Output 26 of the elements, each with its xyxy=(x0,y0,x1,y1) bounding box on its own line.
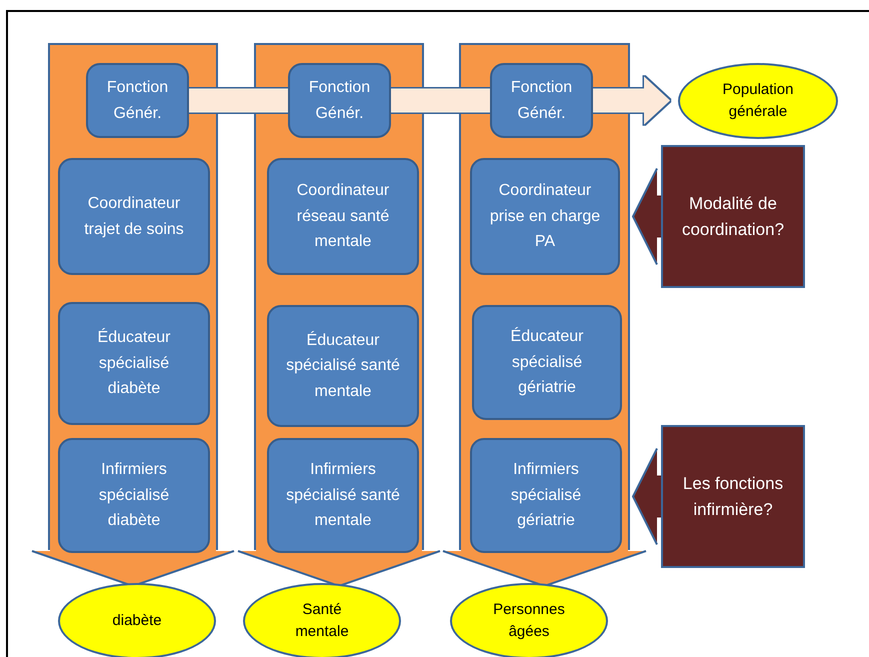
role-box: Infirmiers spécialisé diabète xyxy=(58,438,210,553)
role-box: Éducateur spécialisé gériatrie xyxy=(472,305,622,420)
block-arrow xyxy=(632,448,661,546)
block-arrow xyxy=(593,76,670,124)
role-box: Fonction Génér. xyxy=(490,63,593,138)
role-box: Fonction Génér. xyxy=(288,63,391,138)
target-ellipse: Personnes âgées xyxy=(450,583,608,657)
role-box: Coordinateur prise en charge PA xyxy=(470,158,620,275)
role-box: Infirmiers spécialisé santé mentale xyxy=(267,438,419,553)
block-arrow xyxy=(442,549,647,587)
column-arrow-band xyxy=(48,43,218,550)
target-ellipse: diabète xyxy=(58,583,216,657)
role-box: Infirmiers spécialisé gériatrie xyxy=(470,438,622,553)
question-box: Modalité de coordination? xyxy=(661,145,805,288)
column-arrow-band xyxy=(254,43,424,550)
role-box: Éducateur spécialisé santé mentale xyxy=(267,305,419,427)
role-box: Coordinateur trajet de soins xyxy=(58,158,210,275)
question-box: Les fonctions infirmière? xyxy=(661,425,805,568)
block-arrow xyxy=(632,168,661,266)
column-arrow-band xyxy=(459,43,630,550)
role-box: Éducateur spécialisé diabète xyxy=(58,302,210,425)
target-ellipse: Santé mentale xyxy=(243,583,401,657)
target-ellipse: Population générale xyxy=(678,63,838,139)
role-box: Fonction Génér. xyxy=(86,63,189,138)
role-box: Coordinateur réseau santé mentale xyxy=(267,158,419,275)
block-arrow xyxy=(237,549,441,587)
